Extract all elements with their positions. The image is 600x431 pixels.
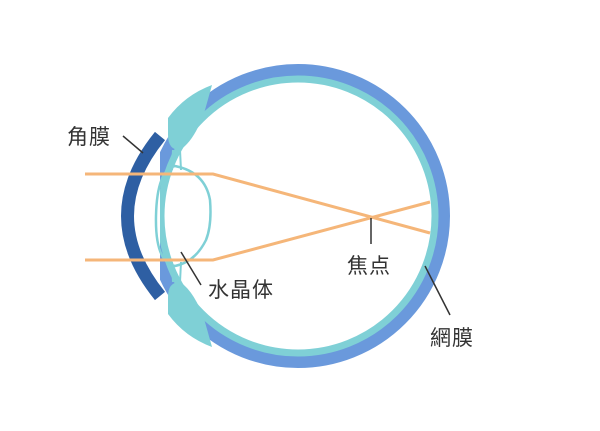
focus-label: 焦点 (347, 254, 391, 278)
light-ray-top (85, 172, 431, 235)
ciliary-body-top (168, 85, 212, 150)
lens-label: 水晶体 (208, 278, 274, 302)
retina-layer (157, 75, 439, 357)
retina-leader (424, 265, 451, 316)
cornea-leader (122, 135, 144, 154)
retina-label: 網膜 (430, 326, 474, 350)
ciliary-body-bottom (168, 282, 212, 347)
lens (154, 164, 212, 268)
lens-leader (180, 251, 202, 286)
cornea-label: 角膜 (67, 125, 111, 149)
cornea (121, 131, 166, 301)
light-ray-bottom (85, 200, 431, 262)
